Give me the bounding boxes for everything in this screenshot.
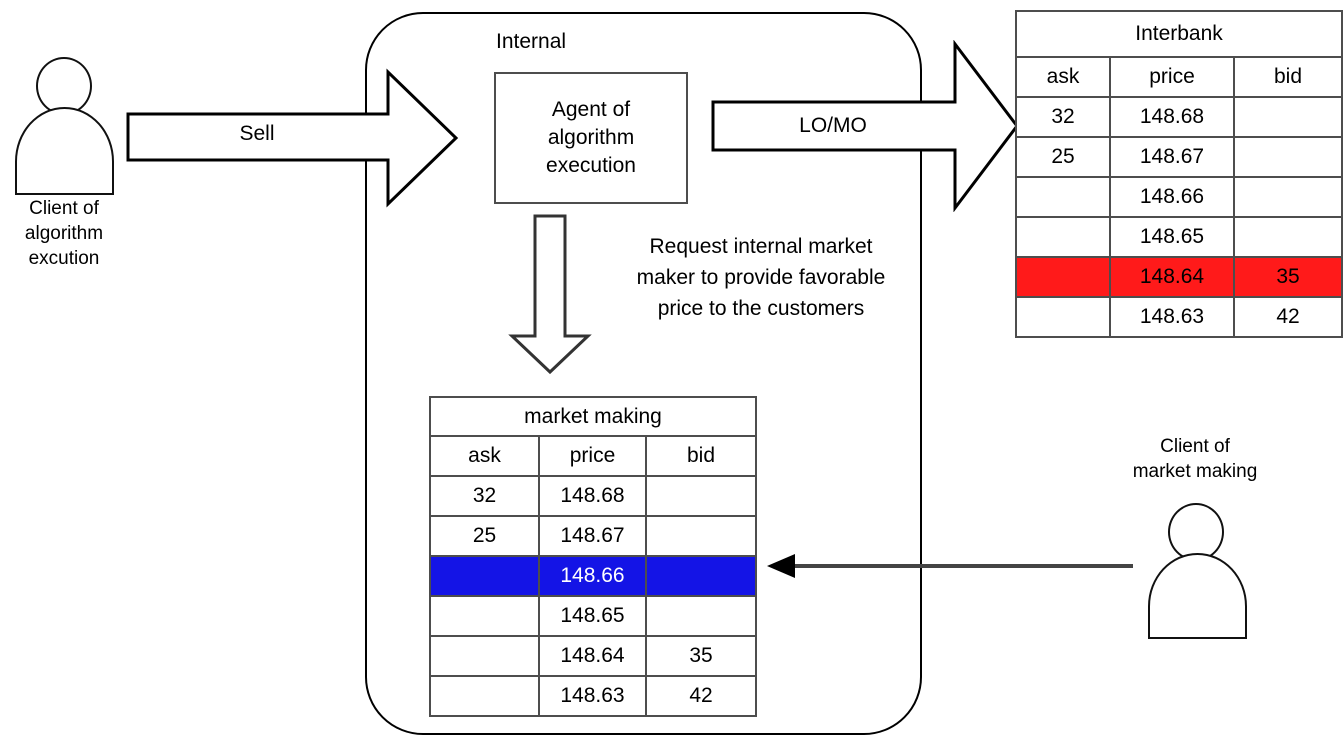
- cell-ask: [1015, 296, 1111, 338]
- lo-mo-arrow: [711, 40, 1019, 212]
- interbank-title: Interbank: [1014, 10, 1344, 58]
- cell-bid: [1232, 216, 1344, 258]
- request-down-arrow: [508, 214, 592, 375]
- table-row: 148.63 42: [429, 675, 758, 717]
- cell-price: 148.68: [1109, 96, 1235, 138]
- request-market-maker-text: Request internal market maker to provide…: [600, 231, 922, 324]
- table-header-row: ask price bid: [1015, 56, 1344, 98]
- cell-ask: 32: [1015, 96, 1111, 138]
- cell-ask: 25: [1015, 136, 1111, 178]
- cell-ask: [429, 635, 540, 677]
- cell-price: 148.67: [1109, 136, 1235, 178]
- internal-label: Internal: [496, 30, 567, 53]
- left-caption-line-1: Client of: [29, 198, 99, 219]
- table-title-row: market making: [428, 396, 758, 437]
- agent-box-line-3: execution: [546, 154, 636, 177]
- table-row: 148.65: [1015, 216, 1344, 258]
- cell-price: 148.67: [538, 515, 647, 557]
- cell-ask: [429, 595, 540, 637]
- table-row: 148.66: [1015, 176, 1344, 218]
- cell-ask: 32: [429, 475, 540, 517]
- request-line-1: Request internal market: [649, 235, 873, 258]
- table-title-row: Interbank: [1014, 10, 1344, 58]
- market-making-table-body: market making ask price bid 32 148.68 25…: [428, 396, 758, 717]
- table-row: 32 148.68: [1015, 96, 1344, 138]
- cell-bid: [1232, 176, 1344, 218]
- agent-box-line-2: algorithm: [547, 126, 635, 149]
- cell-bid: 42: [1232, 296, 1344, 338]
- left-actor-caption: Client of algorithm excution: [0, 196, 128, 271]
- request-line-3: price to the customers: [657, 297, 865, 320]
- cell-price: 148.64: [538, 635, 647, 677]
- left-caption-line-3: excution: [28, 248, 100, 269]
- lo-mo-arrow-label: LO/MO: [799, 114, 867, 137]
- cell-bid: [1232, 136, 1344, 178]
- cell-ask: [1015, 256, 1111, 298]
- cell-ask: [1015, 176, 1111, 218]
- cell-bid: 35: [644, 635, 758, 677]
- cell-price: 148.65: [538, 595, 647, 637]
- sell-arrow: [126, 68, 459, 208]
- cell-price: 148.66: [538, 555, 647, 597]
- mm-col-ask: ask: [429, 435, 540, 477]
- cell-ask: 25: [429, 515, 540, 557]
- cell-bid: [644, 515, 758, 557]
- cell-bid: [644, 595, 758, 637]
- cell-bid: 35: [1232, 256, 1344, 298]
- agent-box-line-1: Agent of: [551, 98, 631, 121]
- table-row: 25 148.67: [429, 515, 758, 557]
- sell-arrow-label: Sell: [239, 122, 275, 145]
- mm-col-price: price: [538, 435, 647, 477]
- cell-ask: [429, 555, 540, 597]
- person-body-icon: [15, 107, 114, 195]
- cell-price: 148.63: [538, 675, 647, 717]
- market-making-client-arrow: [767, 554, 1133, 578]
- table-row: 25 148.67: [1015, 136, 1344, 178]
- table-row: 148.65: [429, 595, 758, 637]
- cell-price: 148.68: [538, 475, 647, 517]
- cell-price: 148.63: [1109, 296, 1235, 338]
- person-body-icon: [1148, 553, 1247, 639]
- cell-ask: [429, 675, 540, 717]
- person-head-icon: [1168, 503, 1224, 561]
- interbank-col-bid: bid: [1232, 56, 1344, 98]
- cell-bid: [1232, 96, 1344, 138]
- table-row: 148.64 35: [429, 635, 758, 677]
- cell-bid: [644, 475, 758, 517]
- table-row: 32 148.68: [429, 475, 758, 517]
- request-line-2: maker to provide favorable: [636, 266, 886, 289]
- cell-price: 148.65: [1109, 216, 1235, 258]
- interbank-order-book-table: Interbank ask price bid 32 148.68 25 148…: [1014, 10, 1344, 338]
- agent-of-algorithm-execution-box: Agent of algorithm execution: [494, 72, 688, 204]
- right-caption-line-2: market making: [1132, 461, 1258, 482]
- market-making-order-book-table: market making ask price bid 32 148.68 25…: [428, 396, 758, 717]
- agent-box-text: Agent of algorithm execution: [546, 96, 636, 180]
- cell-price: 148.64: [1109, 256, 1235, 298]
- interbank-table-body: Interbank ask price bid 32 148.68 25 148…: [1014, 10, 1344, 338]
- left-caption-line-2: algorithm: [24, 223, 104, 244]
- cell-bid: 42: [644, 675, 758, 717]
- cell-price: 148.66: [1109, 176, 1235, 218]
- table-header-row: ask price bid: [429, 435, 758, 477]
- interbank-col-price: price: [1109, 56, 1235, 98]
- table-row-highlighted: 148.64 35: [1015, 256, 1344, 298]
- mm-col-bid: bid: [644, 435, 758, 477]
- right-actor-caption: Client of market making: [1090, 434, 1300, 484]
- right-caption-line-1: Client of: [1160, 436, 1230, 457]
- internal-boundary: [365, 12, 922, 735]
- interbank-col-ask: ask: [1015, 56, 1111, 98]
- market-making-title: market making: [428, 396, 758, 437]
- table-row: 148.63 42: [1015, 296, 1344, 338]
- cell-bid: [644, 555, 758, 597]
- table-row-highlighted: 148.66: [429, 555, 758, 597]
- cell-ask: [1015, 216, 1111, 258]
